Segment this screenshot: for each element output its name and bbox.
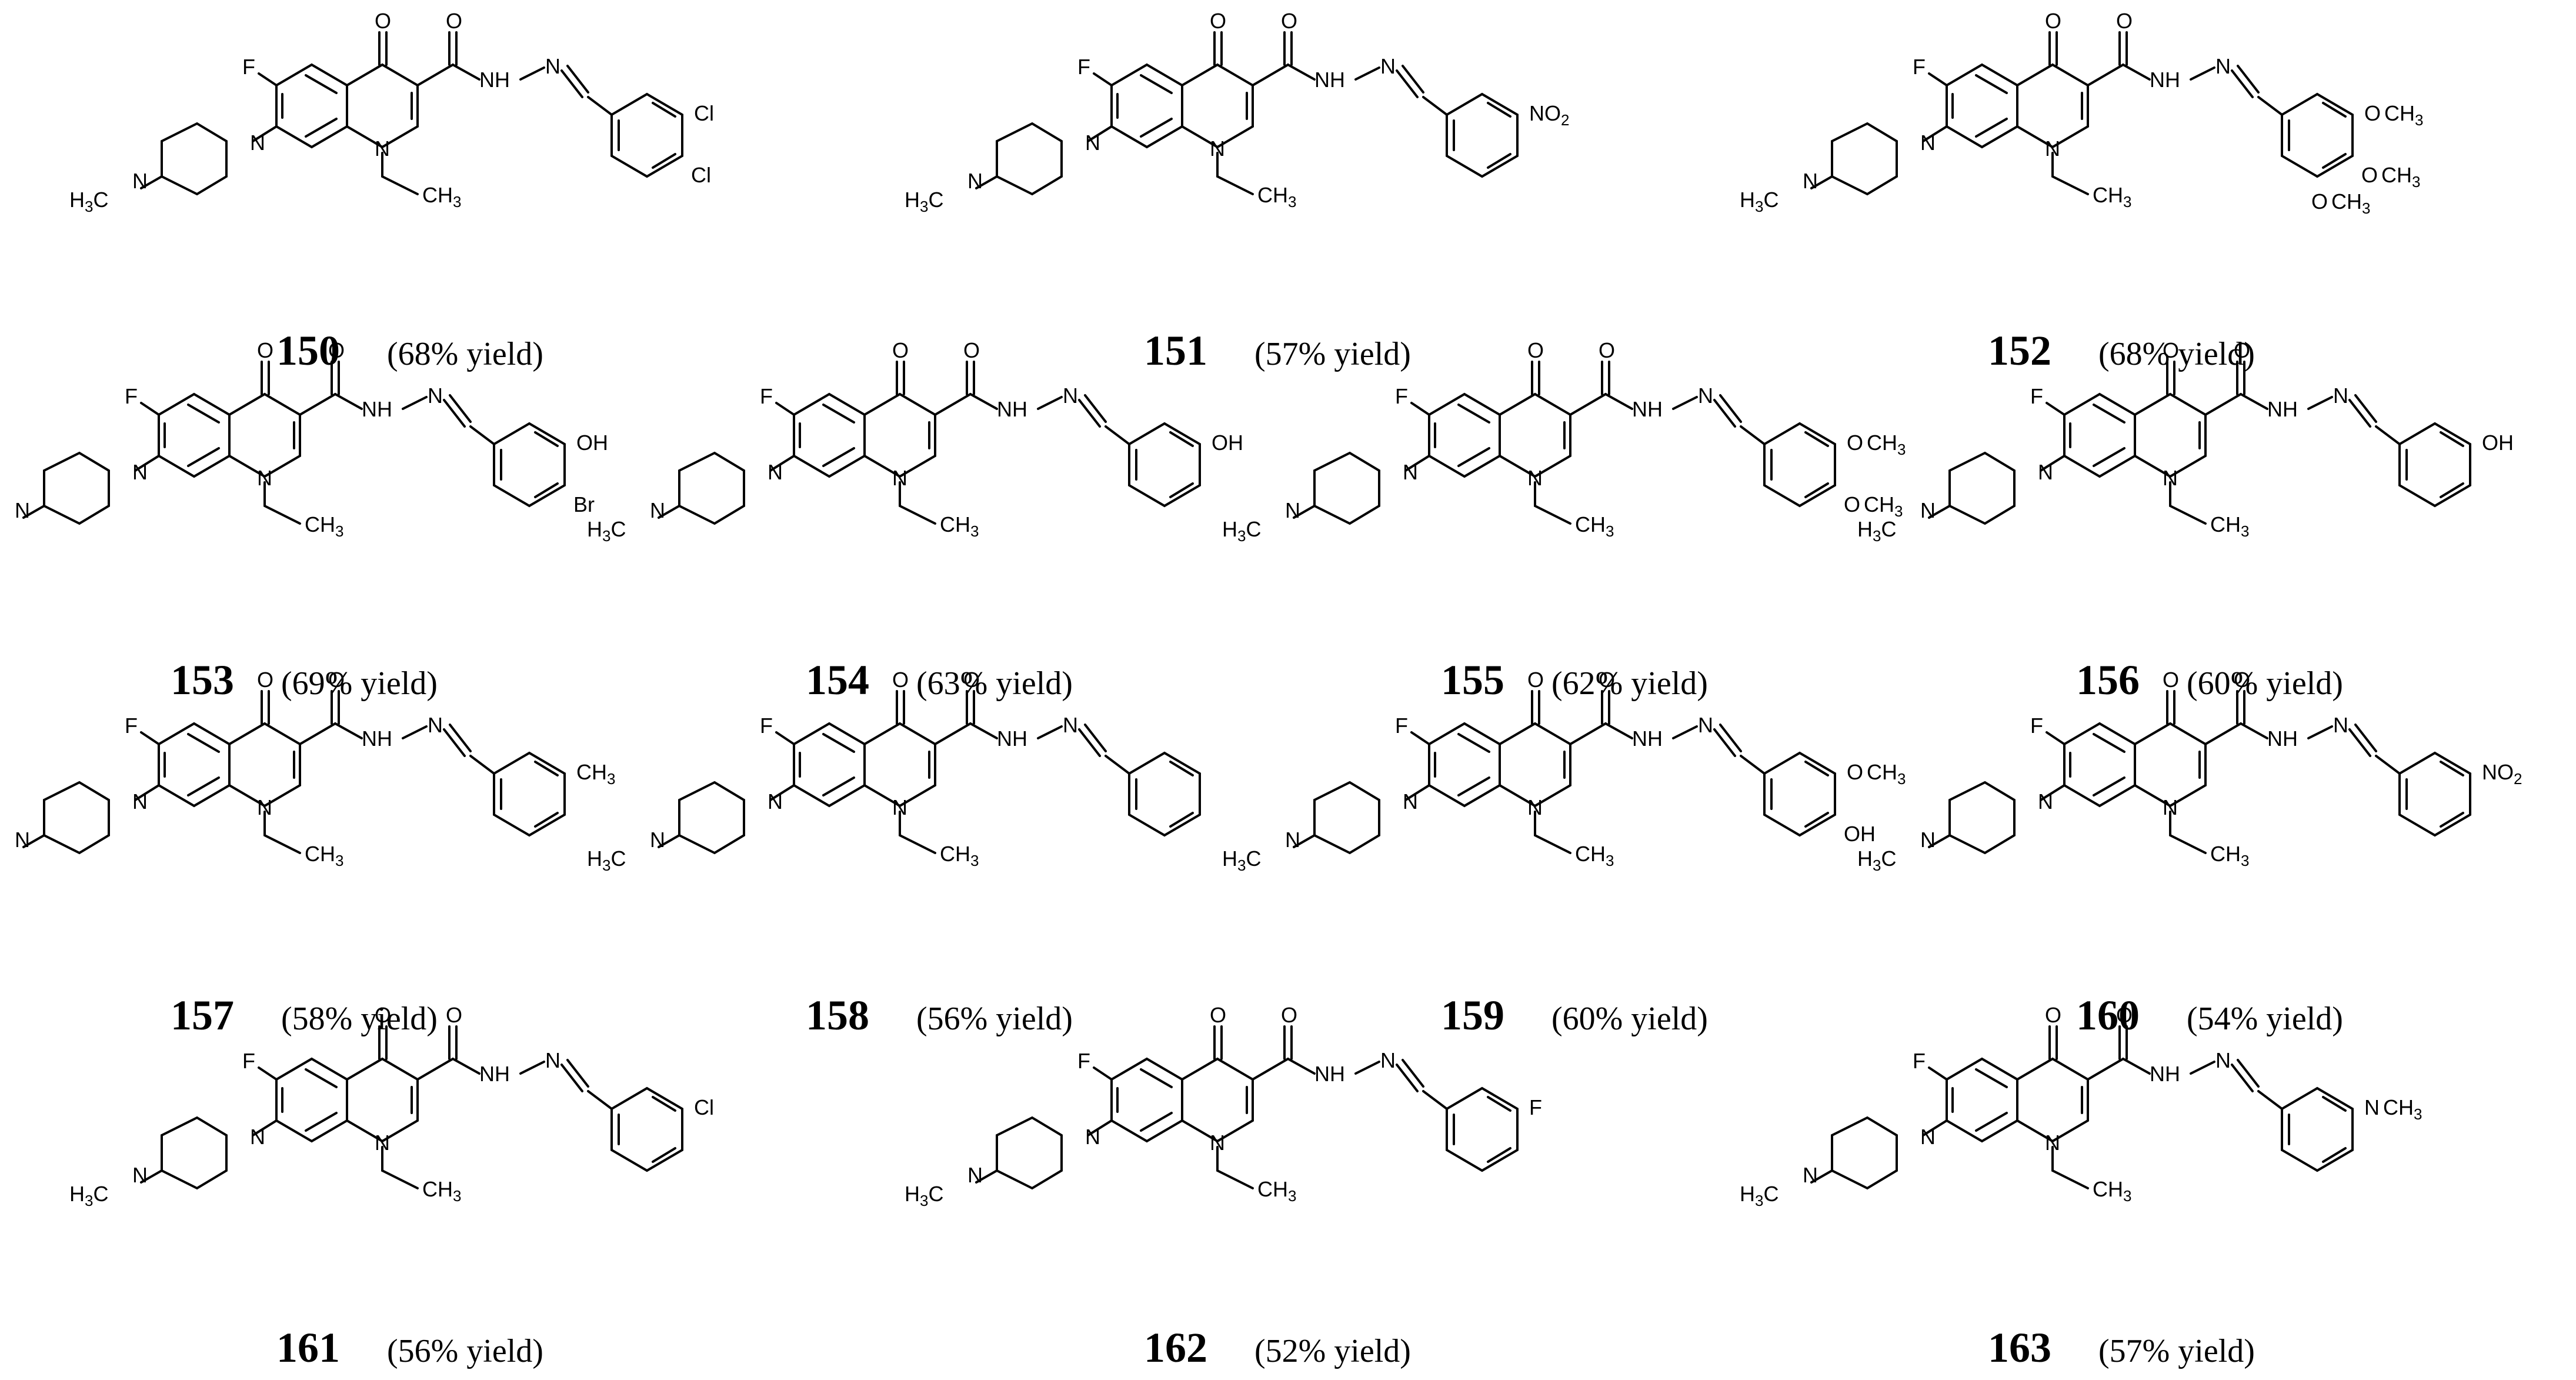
compound-caption: 155 (62% yield) [1441, 656, 1708, 704]
compound-158 [586, 666, 1201, 875]
aryl-ring [2375, 752, 2471, 836]
substituent-f: F [1529, 1095, 1542, 1119]
compound-number: 157 [171, 992, 234, 1039]
compound-number: 151 [1144, 327, 1207, 374]
compound-yield: (69% yield) [281, 665, 438, 702]
compound-caption: 162 (52% yield) [1144, 1324, 1411, 1371]
compound-yield: (54% yield) [2187, 1001, 2343, 1037]
aryl-ring [2375, 422, 2471, 507]
aryl-ring [1740, 422, 1836, 507]
substituent-no2: NO2 [2482, 760, 2522, 788]
aryl-ring [1422, 93, 1519, 178]
substituent-cl: Cl [694, 101, 714, 125]
substituent-me: CH3 [576, 760, 615, 788]
compound-caption: 158 (56% yield) [806, 992, 1073, 1039]
compound-caption: 157 (58% yield) [171, 992, 438, 1039]
compound-yield: (52% yield) [1254, 1333, 1411, 1369]
compound-number: 154 [806, 656, 869, 704]
compound-yield: (58% yield) [281, 1001, 438, 1037]
substituent-oh: OH [1844, 822, 1876, 846]
compound-yield: (56% yield) [387, 1333, 543, 1369]
compound-caption: 151 (57% yield) [1144, 327, 1411, 374]
compound-number: 162 [1144, 1324, 1207, 1371]
quinolone-core [903, 8, 1424, 216]
substituent-cl2: Cl [691, 163, 711, 187]
quinolone-core [1739, 1002, 2260, 1211]
compound-caption: 159 (60% yield) [1441, 992, 1708, 1039]
substituent-br: Br [573, 492, 595, 516]
compound-154: OH [586, 337, 1243, 546]
compound-number: 155 [1441, 656, 1504, 704]
substituent-oh: OH [2482, 431, 2514, 455]
compound-caption: 156 (60% yield) [2076, 656, 2343, 704]
compound-161: Cl [68, 1002, 714, 1211]
compound-number: 152 [1988, 327, 2051, 374]
aryl-ring [469, 752, 566, 836]
substituent-cl: Cl [694, 1095, 714, 1119]
compound-153: OH Br [0, 337, 608, 546]
substituent-oh: OH [1212, 431, 1243, 455]
compound-number: 156 [2076, 656, 2140, 704]
compound-yield: (68% yield) [387, 336, 543, 372]
compound-caption: 152(68% yield) [1988, 327, 2255, 374]
compound-caption: 160(54% yield) [2076, 992, 2343, 1039]
aryl-ring [1740, 752, 1836, 836]
compound-caption: 163 (57% yield) [1988, 1324, 2255, 1371]
compound-156: OH [1856, 337, 2514, 546]
compound-number: 159 [1441, 992, 1504, 1039]
substituent-oh: OH [576, 431, 608, 455]
compound-yield: (63% yield) [916, 665, 1073, 702]
compound-number: 163 [1988, 1324, 2051, 1371]
aryl-ring [1105, 752, 1201, 836]
quinolone-core [68, 8, 589, 216]
compound-caption: 154 (63% yield) [806, 656, 1073, 704]
compound-157: CH3 [0, 666, 615, 875]
compound-caption: 150(68% yield) [276, 327, 543, 374]
aryl-ring [469, 422, 566, 507]
compound-160: NO2 [1856, 666, 2522, 875]
compound-yield: (57% yield) [2098, 1333, 2255, 1369]
quinolone-core [1739, 8, 2260, 216]
aryl-ring [1422, 1087, 1519, 1172]
substituent-no2: NO2 [1529, 101, 1569, 129]
compound-number: 153 [171, 656, 234, 704]
aryl-ring [2257, 93, 2354, 178]
compound-yield: (60% yield) [2187, 665, 2343, 702]
compound-yield: (62% yield) [1551, 665, 1708, 702]
compound-yield: (56% yield) [916, 1001, 1073, 1037]
aryl-ring [587, 93, 683, 178]
aryl-ring [2257, 1087, 2354, 1172]
compound-caption: 161 (56% yield) [276, 1324, 543, 1371]
compound-caption: 153 (69% yield) [171, 656, 438, 704]
compound-151: NO2 [903, 8, 1569, 216]
aryl-ring [587, 1087, 683, 1172]
aryl-ring [1105, 422, 1201, 507]
compound-yield: (60% yield) [1551, 1001, 1708, 1037]
compound-number: 158 [806, 992, 869, 1039]
compound-number: 161 [276, 1324, 340, 1371]
quinolone-core [586, 337, 1107, 546]
compound-yield: (57% yield) [1254, 336, 1411, 372]
compound-162: F [903, 1002, 1542, 1211]
